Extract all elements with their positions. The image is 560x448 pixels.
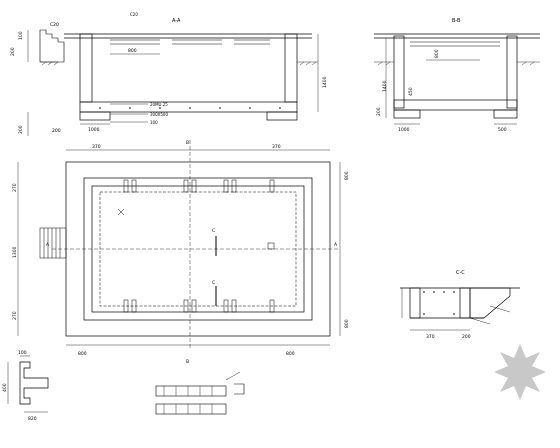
note-2: 300X500 — [150, 112, 168, 117]
section-b-b — [374, 33, 540, 125]
base-slab — [79, 101, 298, 113]
c-title: C-C — [456, 270, 465, 276]
c-haunch — [469, 287, 511, 319]
note-3: 100 — [150, 120, 158, 125]
section-a-title: A-A — [172, 18, 181, 24]
section-c-c — [400, 287, 520, 331]
plan-dim-bot-800-left: 800 — [78, 351, 87, 357]
plan-dim-left-270b: 270 — [12, 311, 18, 320]
note-1: 20MU 25 — [150, 102, 168, 107]
grating-b — [410, 41, 500, 47]
dim-base-1000: 1000 — [88, 127, 100, 133]
label-slab: C20 — [130, 12, 138, 17]
b-dim-800-text: 800 — [434, 49, 440, 58]
section-b-b-text: B-B 800 1000 500 450 200 1400 — [376, 18, 507, 133]
b-dim-200-text: 200 — [376, 107, 382, 116]
channel-profile — [19, 361, 49, 405]
plan-marker-box — [267, 242, 275, 250]
c-rebar — [423, 291, 455, 315]
detail-100: 100 — [18, 350, 27, 356]
plan-dim-left-1300: 1300 — [12, 246, 18, 258]
footing-right — [266, 111, 298, 121]
detail-left — [7, 355, 49, 413]
b-dim-450-text: 450 — [408, 87, 414, 96]
stair-block — [39, 29, 65, 63]
plan-dim-right-800-bot: 800 — [344, 319, 350, 328]
b-footing-left — [393, 109, 421, 119]
grating-strip-top — [155, 385, 227, 397]
dim-left-100: 100 — [18, 31, 24, 40]
c-leader-1 — [489, 305, 511, 313]
dim-base-200: 200 — [52, 128, 61, 134]
dim-top-800: 800 — [128, 48, 137, 54]
section-c-c-text: C-C 370 200 — [426, 270, 471, 340]
b-footing-right — [493, 109, 518, 119]
detail-820: 820 — [28, 416, 37, 422]
section-a-a-text: A-A C20 C20 800 200 100 200 200 1000 140… — [10, 12, 328, 134]
grating-strip-bars — [163, 386, 213, 414]
label-c20: C20 — [50, 22, 59, 28]
detail-400: 400 — [2, 383, 8, 392]
dim-left-200: 200 — [10, 47, 16, 56]
left-wall — [79, 33, 93, 103]
right-wall — [284, 33, 298, 103]
plan-dim-right-800-top: 800 — [344, 171, 350, 180]
bottom-leader — [225, 371, 241, 381]
footing-left — [79, 111, 111, 121]
plan-label-b-top: B — [186, 140, 189, 146]
rebar-dots-a — [99, 107, 281, 109]
detail-left-text: 400 100 820 — [2, 350, 37, 422]
plan-label-a-right: A — [334, 242, 338, 248]
c-wall-right — [459, 287, 471, 319]
ground-hatch-left — [40, 61, 59, 66]
b-right-wall — [506, 35, 518, 109]
b-ground-hatch — [374, 61, 540, 66]
c-dim-370-text: 370 — [426, 334, 435, 340]
plan-label-a-left: A — [46, 242, 50, 248]
bottom-small-clip — [234, 383, 245, 395]
plan-dim-bot-800-right: 800 — [286, 351, 295, 357]
detail-bottom — [155, 371, 245, 415]
watermark-stamp — [494, 344, 546, 400]
grating-a — [110, 39, 270, 45]
b-dim-500-text: 500 — [498, 127, 507, 133]
section-b-title: B-B — [452, 18, 461, 24]
plan-label-c-mid: C — [212, 280, 215, 286]
plan-grating-bottom — [123, 299, 275, 313]
b-left-wall — [393, 35, 405, 109]
plan-dim-left-270: 270 — [12, 183, 18, 192]
plan-view — [17, 140, 341, 350]
c-dim-200-text: 200 — [462, 334, 471, 340]
b-base — [393, 99, 518, 111]
b-dim-1000-text: 1000 — [398, 127, 410, 133]
grating-strip-bottom — [155, 403, 227, 415]
dim-side-200: 200 — [18, 125, 24, 134]
plan-view-text: 370 370 800 800 270 1300 270 800 800 C C… — [12, 140, 350, 365]
plan-dim-top-370: 370 — [92, 144, 101, 150]
plan-dim-top-370b: 370 — [272, 144, 281, 150]
ground-hatch-right — [297, 61, 318, 66]
c-leader-2 — [469, 317, 491, 325]
plan-label-c-top: C — [212, 228, 215, 234]
plan-marker-cross — [117, 208, 125, 216]
c-wall-left — [409, 287, 421, 319]
section-a-a — [27, 29, 319, 136]
dim-height-1400: 1400 — [322, 76, 328, 88]
b-dim-1400-text: 1400 — [382, 80, 388, 92]
plan-label-b-bot: B — [186, 359, 189, 365]
plan-grating-top — [123, 179, 275, 193]
plan-stair — [39, 227, 67, 259]
